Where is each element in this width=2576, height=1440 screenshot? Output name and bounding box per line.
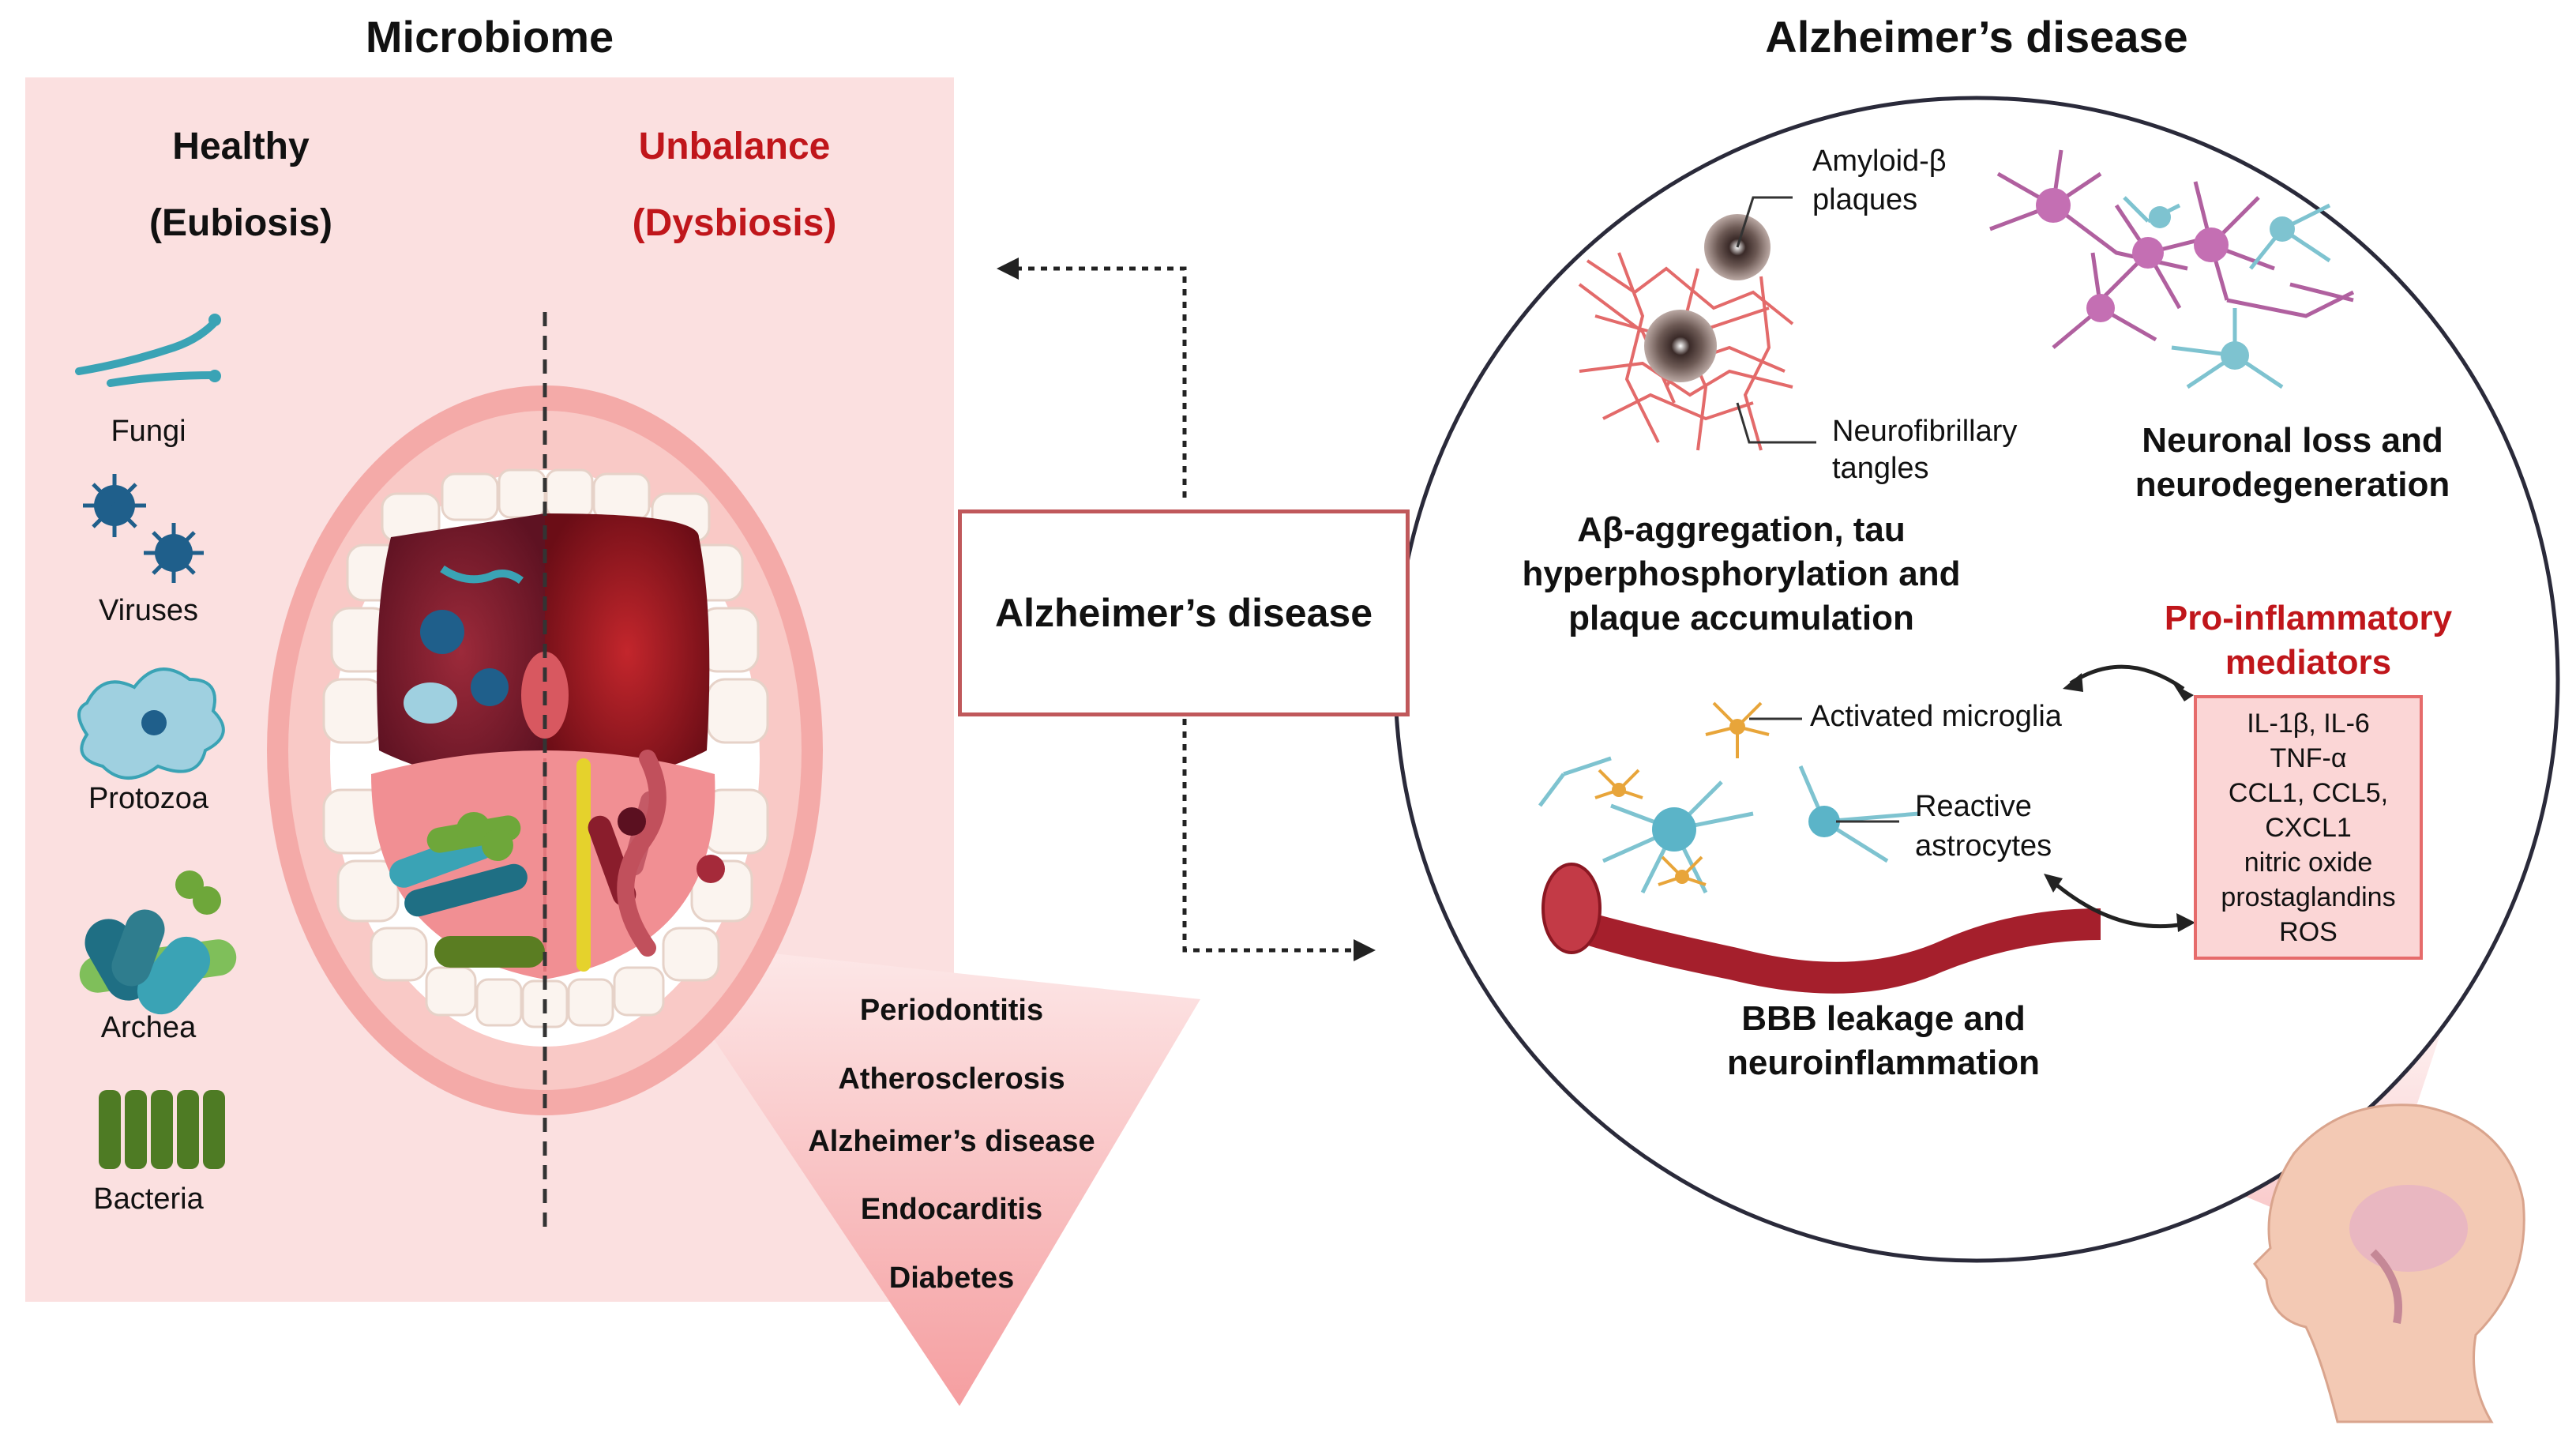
neurons-illustration: [1989, 149, 2355, 389]
ad-title: Alzheimer’s disease: [1765, 12, 2188, 62]
dysbiosis-label: (Dysbiosis): [632, 202, 837, 244]
condition-endocarditis: Endocarditis: [860, 1193, 1043, 1226]
neurodegeneration-label: neurodegeneration: [2135, 465, 2450, 504]
condition-alzheimers: Alzheimer’s disease: [808, 1125, 1095, 1158]
mediators-label: mediators: [2225, 643, 2392, 682]
condition-atherosclerosis: Atherosclerosis: [838, 1062, 1065, 1096]
amyloid-label: Amyloid-β: [1812, 145, 1947, 178]
viruses-icon: [83, 474, 204, 583]
conditions-triangle: [648, 940, 1200, 1406]
microbiome-title: Microbiome: [365, 12, 614, 62]
fungi-icon: [75, 314, 221, 387]
abeta-label-1: Aβ-aggregation, tau: [1577, 510, 1906, 549]
fungi-label: Fungi: [111, 415, 186, 448]
arrow-head-left: [997, 258, 1019, 280]
protozoa-icon: [77, 667, 225, 780]
amyloid-label-2: plaques: [1812, 183, 1918, 216]
bacteria-icon: [99, 1090, 225, 1169]
proinflammatory-label: Pro-inflammatory: [2164, 599, 2453, 637]
protozoa-label: Protozoa: [88, 782, 209, 815]
center-alzheimers-box: Alzheimer’s disease: [958, 509, 1410, 716]
condition-diabetes: Diabetes: [888, 1261, 1015, 1295]
microglia-label: Activated microglia: [1810, 700, 2062, 733]
mediators-box: IL-1β, IL-6 TNF-α CCL1, CCL5, CXCL1 nitr…: [2194, 695, 2423, 960]
mediator-item: IL-1β, IL-6: [2247, 708, 2370, 739]
mediator-item: TNF-α: [2270, 743, 2347, 773]
healthy-label: Healthy: [172, 126, 310, 167]
unbalance-label: Unbalance: [638, 126, 831, 167]
arrow-head-right: [1354, 939, 1376, 961]
center-box-label: Alzheimer’s disease: [994, 591, 1373, 635]
eubiosis-label: (Eubiosis): [148, 202, 333, 244]
neuroinflammation-label: neuroinflammation: [1726, 1043, 2041, 1082]
bidirectional-arrows: [1012, 266, 1358, 953]
amyloid-plaque: [1644, 310, 1717, 382]
mediator-item: nitric oxide: [2244, 847, 2373, 878]
microglia-mediator-arrow: [2069, 664, 2185, 691]
tangles-label-2: tangles: [1832, 452, 1929, 485]
tangles-leader: [1736, 402, 1816, 444]
viruses-label: Viruses: [98, 594, 199, 627]
bbb-label: BBB leakage and: [1741, 999, 2026, 1038]
head-icon: [2253, 1103, 2525, 1423]
amyloid-leader: [1736, 196, 1793, 248]
neuronal-loss-label: Neuronal loss and: [2142, 421, 2443, 460]
mediator-item: CXCL1: [2265, 812, 2352, 843]
tangles-label: Neurofibrillary: [1832, 415, 2018, 448]
astrocytes-mediator-arrow: [2050, 879, 2184, 929]
condition-periodontitis: Periodontitis: [859, 994, 1044, 1027]
astrocytes-label-2: astrocytes: [1915, 829, 2052, 863]
archea-label: Archea: [100, 1011, 197, 1044]
bacteria-label: Bacteria: [93, 1182, 204, 1216]
archea-icon: [79, 870, 237, 1015]
abeta-label-3: plaque accumulation: [1568, 599, 1914, 637]
astrocytes-label: Reactive: [1915, 790, 2032, 823]
mediator-item: CCL1, CCL5,: [2228, 777, 2389, 808]
abeta-label-2: hyperphosphorylation and: [1522, 555, 1961, 593]
glia-illustration: [1538, 701, 2101, 994]
mediator-item: ROS: [2279, 916, 2338, 947]
mediator-item: prostaglandins: [2221, 882, 2396, 912]
